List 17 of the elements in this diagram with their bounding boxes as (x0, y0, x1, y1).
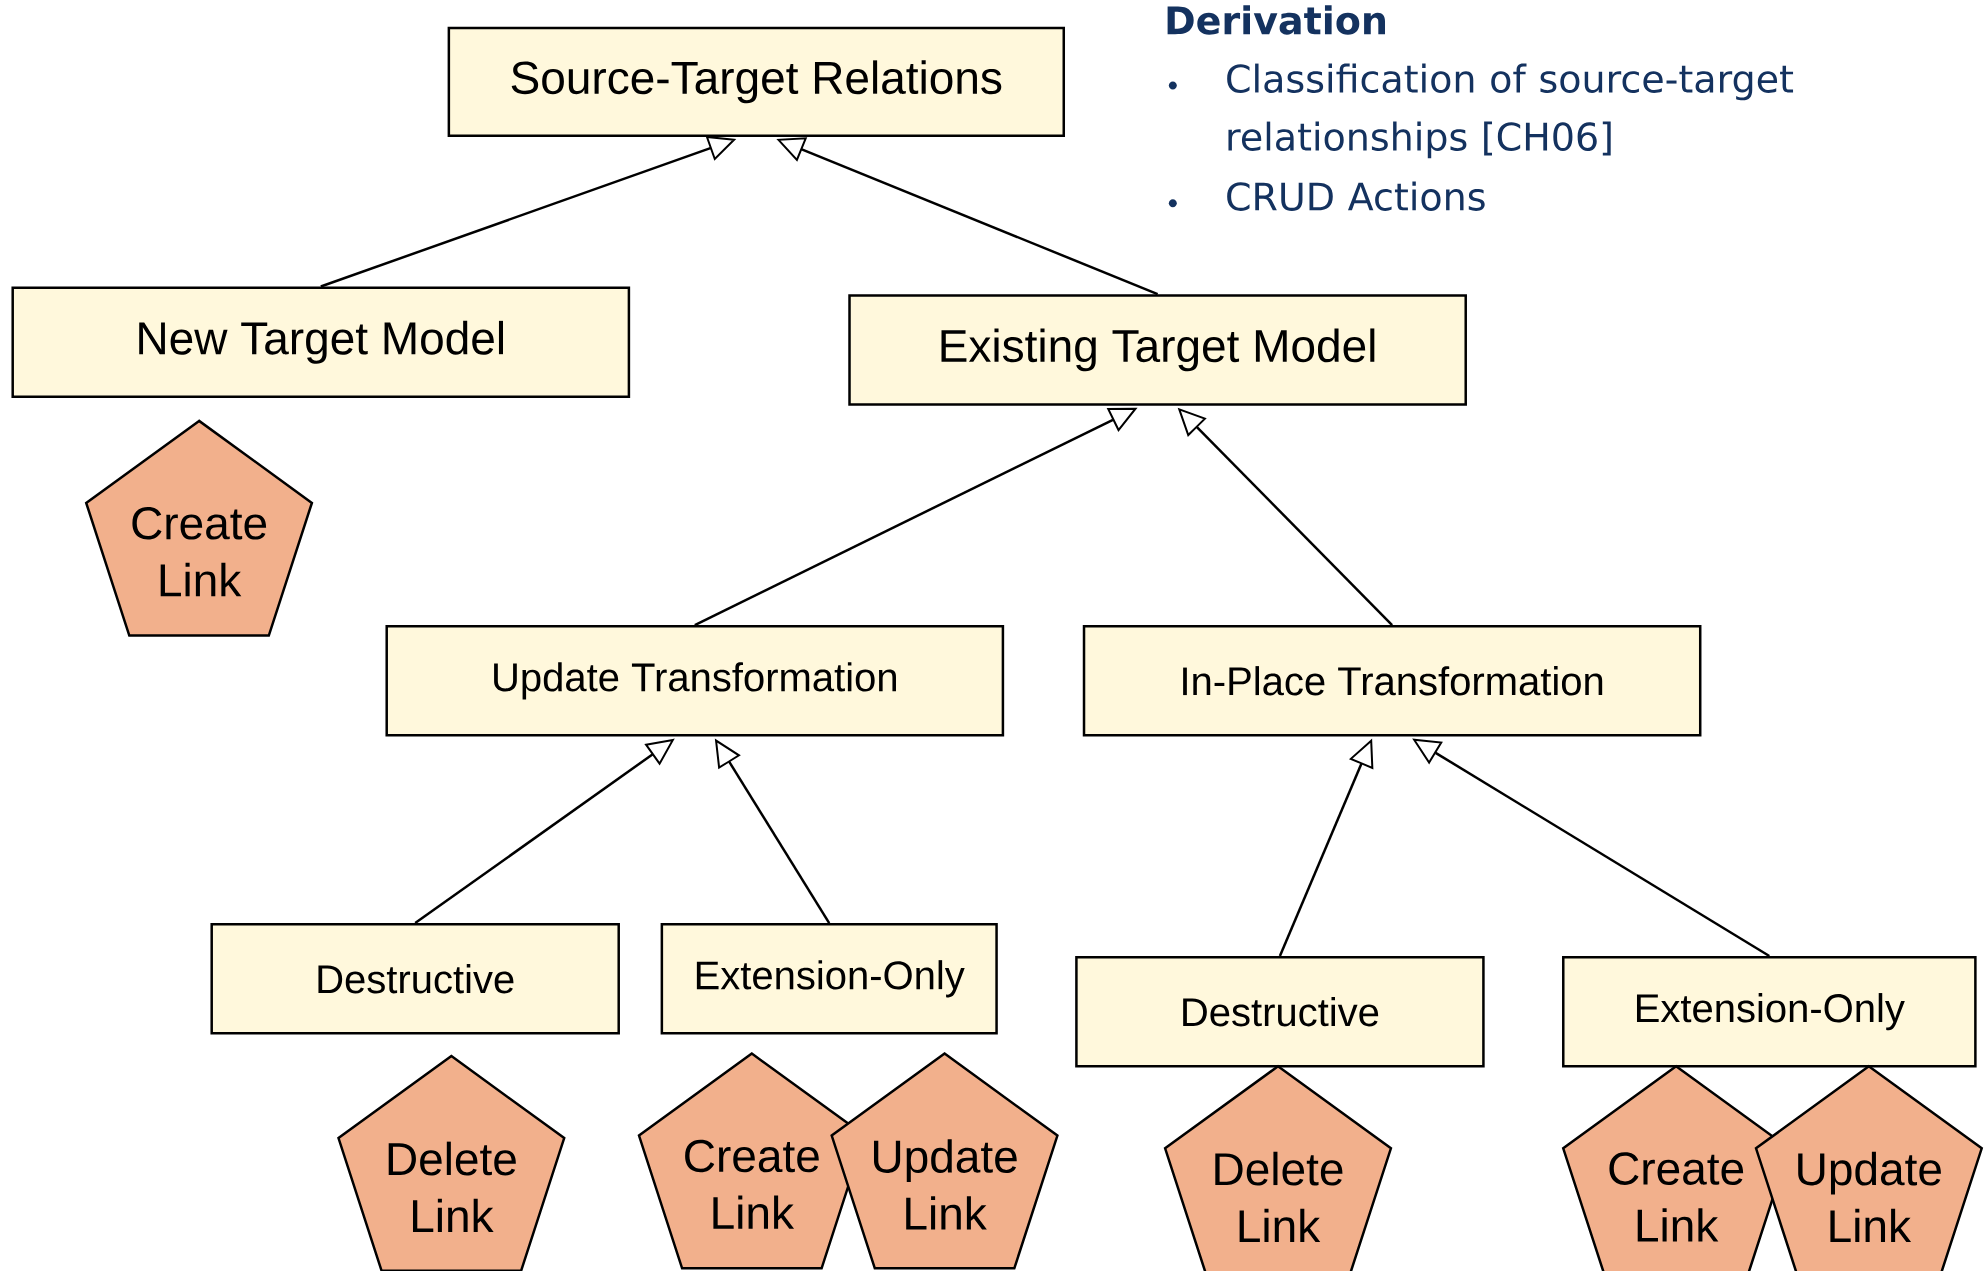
class-box: Update Transformation (385, 625, 1005, 737)
bullet-text: CRUD Actions (1227, 181, 1485, 211)
bullet-text: Classification of source-target relationships [CH06] (1227, 63, 1794, 159)
node-label: Update Link (1798, 1151, 1941, 1243)
class-box: Extension-Only (660, 923, 998, 1035)
class-box: Destructive (210, 923, 620, 1035)
pentagon: Create Link (84, 419, 314, 637)
node-label: Update Link (873, 1139, 1017, 1230)
class-box: Destructive (1075, 955, 1485, 1068)
heading: Derivation (1167, 5, 1385, 35)
class-box: In-Place Transformation (1082, 625, 1702, 737)
class-box: New Target Model (11, 286, 631, 399)
class-box: Source-Target Relations (447, 26, 1065, 137)
class-box: Existing Target Model (848, 294, 1467, 406)
pentagon: Delete Link (337, 1054, 566, 1271)
pentagon: Update Link (830, 1052, 1059, 1270)
class-box: Extension-Only (1562, 955, 1977, 1068)
